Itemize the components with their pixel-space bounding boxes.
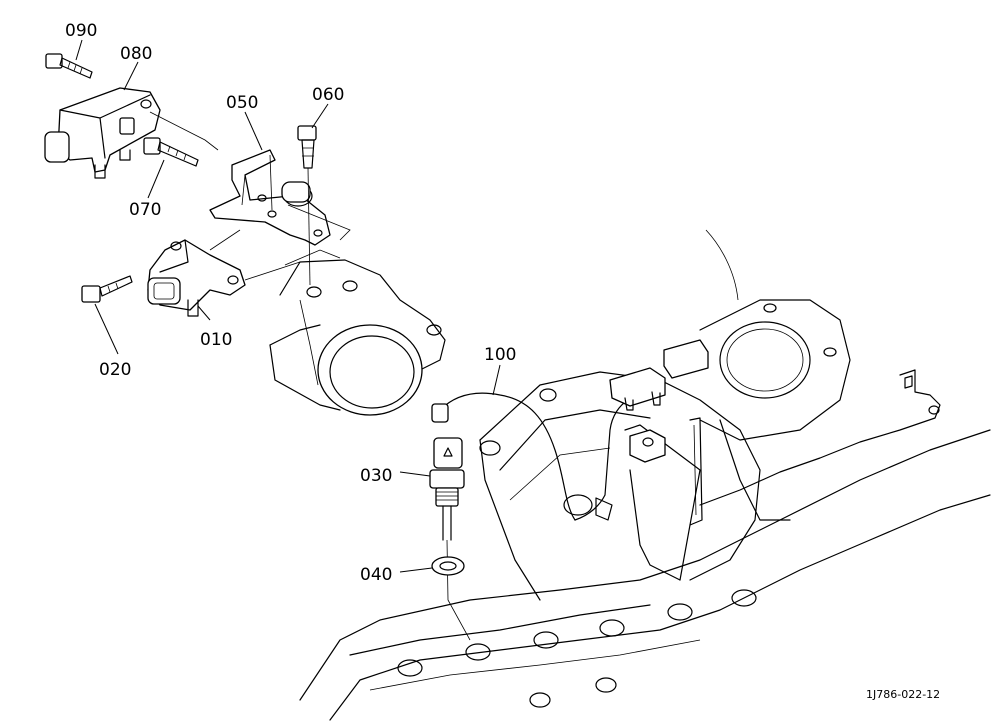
label-040: 040 [360,565,392,585]
bolt-090 [45,53,93,79]
washer-040 [431,556,465,576]
throttle-body [269,249,446,416]
sensor-030 [429,437,471,641]
label-090: 090 [65,21,97,41]
sensor-010 [147,229,301,317]
label-030: 030 [360,466,392,486]
label-020: 020 [99,360,131,380]
label-100: 100 [484,345,516,365]
harness-100 [431,339,709,521]
label-080: 080 [120,44,152,64]
engine-block-outline [299,229,991,721]
bolt-060 [297,125,317,286]
label-070: 070 [129,200,161,220]
sensor-080 [44,87,219,179]
label-010: 010 [200,330,232,350]
bolt-020 [81,275,133,303]
label-060: 060 [312,85,344,105]
leader-lines [75,39,501,573]
bolt-070 [143,137,199,167]
label-050: 050 [226,93,258,113]
reference-code: 1J786-022-12 [866,688,940,701]
bracket-050 [209,149,351,246]
